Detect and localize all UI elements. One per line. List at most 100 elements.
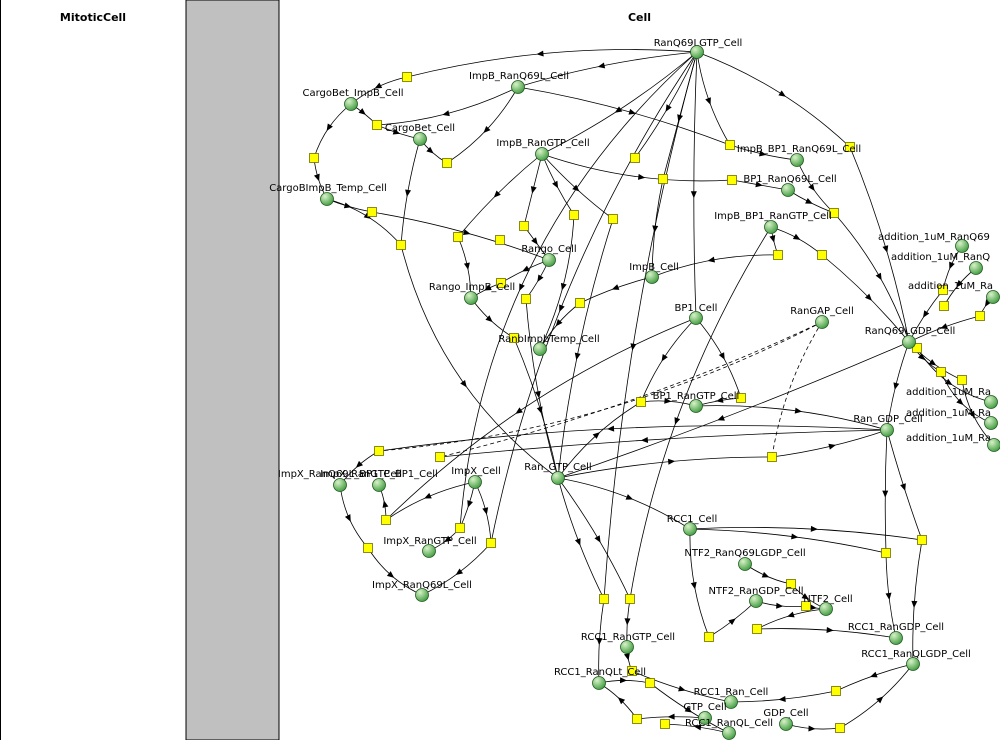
reaction-node[interactable] xyxy=(455,523,465,533)
species-node[interactable]: RCC1_RanQL_Cell xyxy=(685,718,773,740)
reaction-node[interactable] xyxy=(632,714,642,724)
reaction-node[interactable] xyxy=(636,397,646,407)
reaction-node[interactable] xyxy=(936,367,946,377)
reaction-node[interactable] xyxy=(917,535,927,545)
species-node[interactable]: addition_1uM_Ra xyxy=(908,281,1000,304)
species-node[interactable]: BP1_RanGTP_Cell xyxy=(653,391,740,413)
species-node[interactable]: addition_1uM_Ra xyxy=(906,433,1000,452)
species-node[interactable]: NTF2_Cell xyxy=(803,594,853,616)
reaction-node[interactable] xyxy=(630,153,640,163)
reaction-node[interactable] xyxy=(374,446,384,456)
species-node[interactable]: RanQ69LGDP_Cell xyxy=(865,326,956,349)
reaction-node[interactable] xyxy=(363,543,373,553)
reaction-node[interactable] xyxy=(442,158,452,168)
reaction-node[interactable] xyxy=(831,686,841,696)
reaction-node[interactable] xyxy=(957,375,967,385)
species-node[interactable]: CargoBImpB_Temp_Cell xyxy=(269,183,387,206)
reaction-node[interactable] xyxy=(727,175,737,185)
species-node[interactable]: RanbImpbTemp_Cell xyxy=(498,334,600,356)
reaction-node[interactable] xyxy=(881,548,891,558)
reaction-node[interactable] xyxy=(767,452,777,462)
reaction-node[interactable] xyxy=(575,298,585,308)
reaction-node[interactable] xyxy=(495,235,505,245)
species-node[interactable]: CargoBet_ImpB_Cell xyxy=(302,88,404,111)
reaction-node[interactable] xyxy=(829,208,839,218)
reaction-node[interactable] xyxy=(658,174,668,184)
reaction-node[interactable] xyxy=(402,72,412,82)
edge-arrowhead xyxy=(917,353,926,361)
species-node[interactable]: BP1_Cell xyxy=(675,303,718,325)
species-node[interactable]: Rango_Cell xyxy=(521,244,577,267)
reaction-node[interactable] xyxy=(453,232,463,242)
reaction-node[interactable] xyxy=(486,538,496,548)
species-node[interactable]: GTP_Cell xyxy=(683,702,727,725)
edge-arrowhead xyxy=(728,618,736,626)
reaction-node[interactable] xyxy=(660,719,670,729)
reaction-node[interactable] xyxy=(381,515,391,525)
species-node[interactable]: Ran_GDP_Cell xyxy=(853,414,923,437)
species-node[interactable]: BP1_RanQ69L_Cell xyxy=(743,174,837,197)
species-node[interactable]: addition_1uM_Ra xyxy=(906,408,998,430)
edge-arrowhead xyxy=(805,198,813,204)
reaction-edge xyxy=(557,341,910,479)
reaction-node[interactable] xyxy=(801,601,811,611)
reaction-node[interactable] xyxy=(786,579,796,589)
species-node[interactable]: ImpB_BP1_RanQ69L_Cell xyxy=(737,144,861,167)
species-node[interactable]: NTF2_RanQ69LGDP_Cell xyxy=(684,548,806,571)
species-node[interactable]: ImpX_RanQ69L_Cell xyxy=(372,580,472,602)
reaction-node[interactable] xyxy=(627,666,637,676)
reaction-node[interactable] xyxy=(939,301,949,311)
reaction-node[interactable] xyxy=(704,632,714,642)
species-node[interactable]: ImpX_RanGTP_Cell xyxy=(383,536,477,558)
reaction-node[interactable] xyxy=(835,723,845,733)
reaction-node[interactable] xyxy=(975,311,985,321)
reaction-node[interactable] xyxy=(569,210,579,220)
species-node[interactable]: ImpB_RanQ69L_Cell xyxy=(469,71,569,94)
species-node[interactable]: Ran_GTP_Cell xyxy=(524,462,592,485)
species-node[interactable]: RCC1_RanQLGDP_Cell xyxy=(861,649,971,671)
species-node[interactable]: RCC1_RanGDP_Cell xyxy=(848,622,944,645)
reaction-node[interactable] xyxy=(625,594,635,604)
reaction-node[interactable] xyxy=(725,140,735,150)
species-node[interactable]: ImpB_BP1_RanGTP_Cell xyxy=(714,211,832,234)
species-node[interactable]: NTF2_RanGDP_Cell xyxy=(708,586,804,608)
species-node[interactable]: RCC1_Cell xyxy=(667,514,717,536)
reaction-edge xyxy=(833,212,910,343)
species-node[interactable]: RanQ69LGTP_Cell xyxy=(654,38,743,59)
reaction-node[interactable] xyxy=(773,250,783,260)
reaction-node[interactable] xyxy=(309,153,319,163)
species-node[interactable]: ImpB_RanGTP_Cell xyxy=(496,138,590,161)
species-node[interactable]: ImpX_RanQ69L_BP1_Cell xyxy=(278,469,402,492)
reaction-node[interactable] xyxy=(372,120,382,130)
reaction-node[interactable] xyxy=(367,207,377,217)
species-node[interactable]: addition_1uM_Ra xyxy=(906,387,998,409)
species-node[interactable]: addition_1uM_RanQ69 xyxy=(878,232,990,253)
reaction-node[interactable] xyxy=(645,678,655,688)
species-node[interactable]: RCC1_RanQLt_Cell xyxy=(554,667,646,690)
reaction-node[interactable] xyxy=(521,294,531,304)
reaction-node[interactable] xyxy=(396,240,406,250)
reaction-node[interactable] xyxy=(608,214,618,224)
reaction-node[interactable] xyxy=(912,343,922,353)
species-glyph xyxy=(689,311,703,325)
species-node[interactable]: RanGAP_Cell xyxy=(790,306,854,329)
reaction-node[interactable] xyxy=(519,221,529,231)
reaction-node[interactable] xyxy=(752,624,762,634)
species-node[interactable]: ImpB_Cell xyxy=(629,262,679,284)
reaction-node[interactable] xyxy=(845,142,855,152)
species-node[interactable]: RCC1_Ran_Cell xyxy=(694,687,769,709)
reaction-node[interactable] xyxy=(435,452,445,462)
species-node[interactable]: Rango_ImpB_Cell xyxy=(429,282,515,305)
reaction-node[interactable] xyxy=(509,333,519,343)
reaction-node[interactable] xyxy=(599,594,609,604)
reaction-node[interactable] xyxy=(817,250,827,260)
species-node[interactable]: addition_1uM_RanQ xyxy=(891,252,990,275)
species-node[interactable]: GDP_Cell xyxy=(763,708,809,731)
reaction-node[interactable] xyxy=(496,278,506,288)
species-node[interactable]: ImpX_Cell xyxy=(451,466,501,489)
reaction-node[interactable] xyxy=(938,285,948,295)
reaction-node[interactable] xyxy=(736,393,746,403)
species-node[interactable]: RCC1_RanGTP_Cell xyxy=(581,632,675,654)
species-node[interactable]: ImpX_RanGTP_BP1_Cell xyxy=(320,469,438,492)
species-node[interactable]: CargoBet_Cell xyxy=(385,123,455,146)
